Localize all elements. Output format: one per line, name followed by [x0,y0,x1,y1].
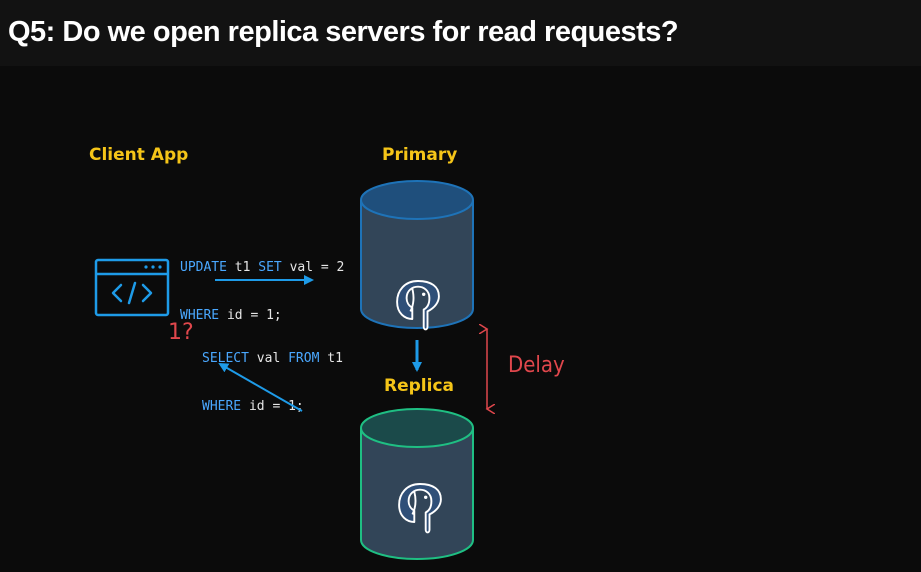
question-marker: 1? [168,320,194,345]
delay-label: Delay [508,353,565,378]
sql-keyword: WHERE [180,308,220,323]
read-arrow [218,363,303,412]
sql-text: id = 1; [219,308,282,323]
select-query-line-1: SELECT val FROM t1 [202,351,343,367]
update-query-line-2: WHERE id = 1; [180,308,344,324]
primary-label: Primary [382,145,458,165]
replica-label: Replica [384,376,454,396]
sql-text: val = 2 [281,260,345,275]
sql-keyword: SELECT [202,351,249,366]
sql-keyword: WHERE [202,399,242,414]
page-title: Q5: Do we open replica servers for read … [8,16,679,48]
select-query: SELECT val FROM t1 WHERE id = 1; [202,319,343,431]
code-window-icon [94,258,170,317]
select-query-line-2: WHERE id = 1; [202,399,343,415]
sql-text: t1 [319,351,343,366]
sql-keyword: SET [258,260,282,275]
sql-keyword: FROM [288,351,320,366]
client-app-label: Client App [89,145,189,165]
sql-keyword: UPDATE [180,260,227,275]
replica-db [360,408,474,560]
update-query-line-1: UPDATE t1 SET val = 2 [180,260,344,276]
update-query: UPDATE t1 SET val = 2 WHERE id = 1; [180,228,344,340]
sql-text: t1 [226,260,259,275]
title-bar [0,0,921,66]
sql-text: val [248,351,289,366]
primary-db [360,180,474,331]
